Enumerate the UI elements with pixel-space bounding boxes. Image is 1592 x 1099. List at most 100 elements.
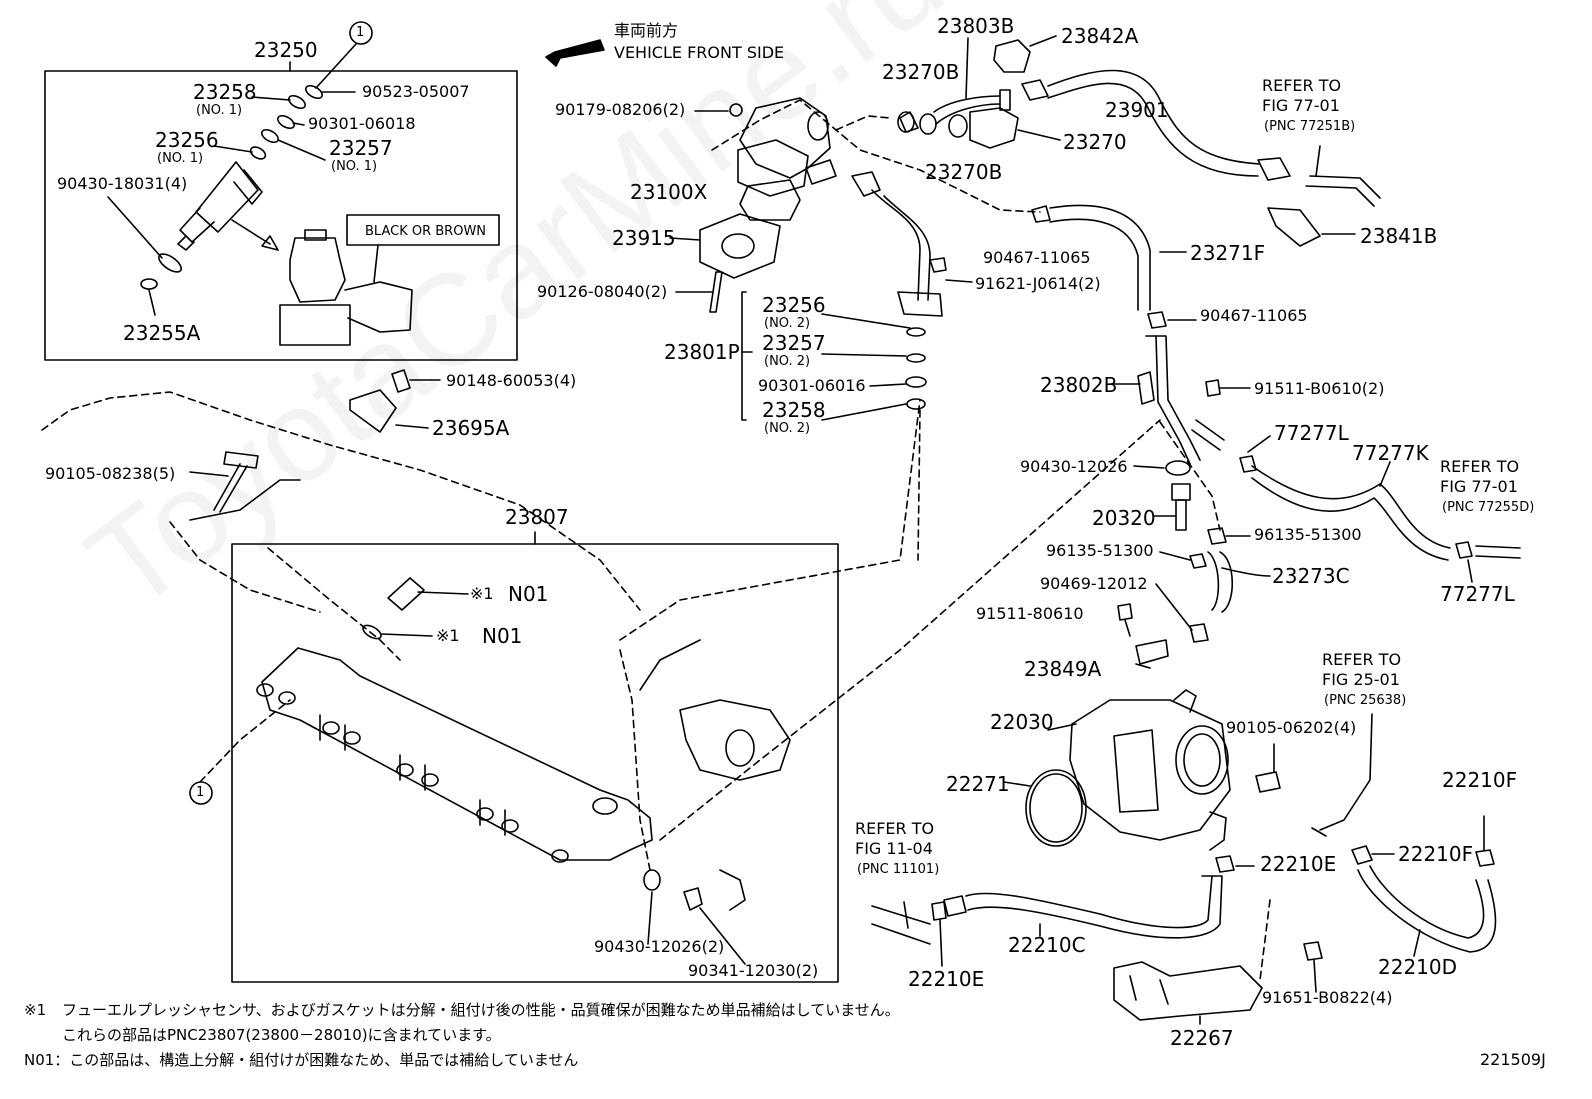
- part-22210f-b: 22210F: [1398, 842, 1474, 866]
- part-23257-no1-qualifier: (NO. 1): [331, 159, 378, 174]
- fuel-pump: [739, 97, 831, 179]
- part-22210c: 22210C: [1008, 933, 1086, 957]
- footnote-1-mark: ※1: [24, 1001, 47, 1019]
- refer-fig-d: FIG 11-04: [855, 839, 933, 858]
- part-23256-no1: 23256: [155, 128, 219, 152]
- part-20320: 20320: [1092, 506, 1156, 530]
- refer-fig-a: FIG 77-01: [1262, 96, 1340, 115]
- n01-gasket: N01: [482, 624, 523, 648]
- part-23257-no2: 23257: [762, 331, 826, 355]
- part-77277l-a: 77277L: [1274, 421, 1349, 445]
- part-23258-no2-qualifier: (NO. 2): [764, 421, 811, 436]
- footnote-1-line2: これらの部品はPNC23807(23800－28010)に含まれています。: [62, 1026, 501, 1044]
- part-91511-80610: 91511-80610: [976, 604, 1084, 623]
- refer-to-d: REFER TO: [855, 819, 935, 838]
- refer-fig-b: FIG 77-01: [1440, 477, 1518, 496]
- marker-circle-bottom: [189, 781, 213, 805]
- part-90301-06018: 90301-06018: [308, 114, 416, 133]
- vehicle-front-en: VEHICLE FRONT SIDE: [614, 43, 785, 62]
- part-90523-05007: 90523-05007: [362, 82, 470, 101]
- part-91651-b0822: 91651-B0822(4): [1262, 988, 1393, 1007]
- refer-pnc-a: (PNC 77251B): [1264, 119, 1356, 134]
- part-23807: 23807: [505, 505, 569, 529]
- part-23257-no2-qualifier: (NO. 2): [764, 354, 811, 369]
- part-23803b: 23803B: [937, 14, 1015, 38]
- part-23255a: 23255A: [123, 321, 201, 345]
- part-90179-08206: 90179-08206(2): [555, 100, 686, 119]
- part-23250: 23250: [254, 38, 318, 62]
- refer-to-b: REFER TO: [1440, 457, 1520, 476]
- part-22267: 22267: [1170, 1026, 1234, 1050]
- part-90126-08040: 90126-08040(2): [537, 282, 668, 301]
- part-90105-08238: 90105-08238(5): [45, 464, 176, 483]
- part-23258-no1-qualifier: (NO. 1): [196, 103, 243, 118]
- bracket-22267: [1113, 961, 1263, 1021]
- part-23270b-a: 23270B: [882, 60, 960, 84]
- part-23257-no1: 23257: [329, 136, 393, 160]
- part-90301-06016: 90301-06016: [758, 376, 866, 395]
- refer-to-a: REFER TO: [1262, 76, 1342, 95]
- part-23849a: 23849A: [1024, 657, 1102, 681]
- part-22210e-b: 22210E: [908, 967, 985, 991]
- part-23842a: 23842A: [1061, 24, 1139, 48]
- part-23258-no1: 23258: [193, 80, 257, 104]
- part-23270b-b: 23270B: [925, 160, 1003, 184]
- part-91511-b0610: 91511-B0610(2): [1254, 379, 1385, 398]
- black-or-brown-callout: BLACK OR BROWN: [365, 224, 487, 239]
- part-23801p: 23801P: [664, 340, 740, 364]
- part-90430-12026: 90430-12026: [1020, 457, 1128, 476]
- part-23256-no2: 23256: [762, 293, 826, 317]
- part-77277l-b: 77277L: [1440, 582, 1515, 606]
- part-23100x: 23100X: [630, 180, 708, 204]
- part-90467-11065-a: 90467-11065: [983, 248, 1091, 267]
- part-90430-12026-2: 90430-12026(2): [594, 937, 725, 956]
- part-22210d: 22210D: [1378, 955, 1458, 979]
- marker-circle-top: [349, 21, 373, 45]
- figure-code: 221509J: [1480, 1050, 1546, 1069]
- part-90341-12030: 90341-12030(2): [688, 961, 819, 980]
- part-77277k: 77277K: [1352, 441, 1429, 465]
- footnote-n01: N01：この部品は、構造上分解・組付けが困難なため、単品では補給していません: [24, 1051, 579, 1069]
- part-90430-18031: 90430-18031(4): [57, 174, 188, 193]
- refer-pnc-d: (PNC 11101): [857, 862, 940, 877]
- part-23695a: 23695A: [432, 416, 510, 440]
- injector-body: [195, 161, 259, 233]
- refer-pnc-c: (PNC 25638): [1324, 693, 1407, 708]
- refer-fig-c: FIG 25-01: [1322, 670, 1400, 689]
- part-22271: 22271: [946, 772, 1010, 796]
- part-23270: 23270: [1063, 130, 1127, 154]
- throttle-body: [1069, 699, 1231, 841]
- part-96135-51300-b: 96135-51300: [1046, 541, 1154, 560]
- part-23271f: 23271F: [1190, 241, 1266, 265]
- part-22210e-a: 22210E: [1260, 852, 1337, 876]
- part-23273c: 23273C: [1272, 564, 1350, 588]
- marker-top-text: 1: [356, 25, 365, 40]
- part-91621-j0614: 91621-J0614(2): [975, 274, 1101, 293]
- n01-sensor: N01: [508, 582, 549, 606]
- marker-bottom-text: 1: [196, 785, 205, 800]
- n01-gasket-mark: ※1: [436, 626, 460, 645]
- refer-pnc-b: (PNC 77255D): [1442, 500, 1535, 515]
- part-23915: 23915: [612, 226, 676, 250]
- part-23258-no2: 23258: [762, 398, 826, 422]
- part-90148-60053: 90148-60053(4): [446, 371, 577, 390]
- part-22030: 22030: [990, 710, 1054, 734]
- part-23256-no2-qualifier: (NO. 2): [764, 316, 811, 331]
- footnote-1-line1: フューエルプレッシャセンサ、およびガスケットは分解・組付け後の性能・品質確保が困…: [62, 1001, 900, 1019]
- vehicle-front-jp: 車両前方: [614, 21, 679, 40]
- part-23841b: 23841B: [1360, 224, 1438, 248]
- part-96135-51300-a: 96135-51300: [1254, 525, 1362, 544]
- part-90467-11065-b: 90467-11065: [1200, 306, 1308, 325]
- part-22210f-a: 22210F: [1442, 768, 1518, 792]
- part-90105-06202: 90105-06202(4): [1226, 718, 1357, 737]
- refer-to-c: REFER TO: [1322, 650, 1402, 669]
- n01-sensor-mark: ※1: [470, 584, 494, 603]
- part-23256-no1-qualifier: (NO. 1): [157, 151, 204, 166]
- injector-assembly-box: [44, 70, 518, 361]
- clip-23842a: [993, 39, 1031, 73]
- part-90469-12012: 90469-12012: [1040, 574, 1148, 593]
- part-23802b: 23802B: [1040, 373, 1118, 397]
- part-23901: 23901: [1105, 98, 1169, 122]
